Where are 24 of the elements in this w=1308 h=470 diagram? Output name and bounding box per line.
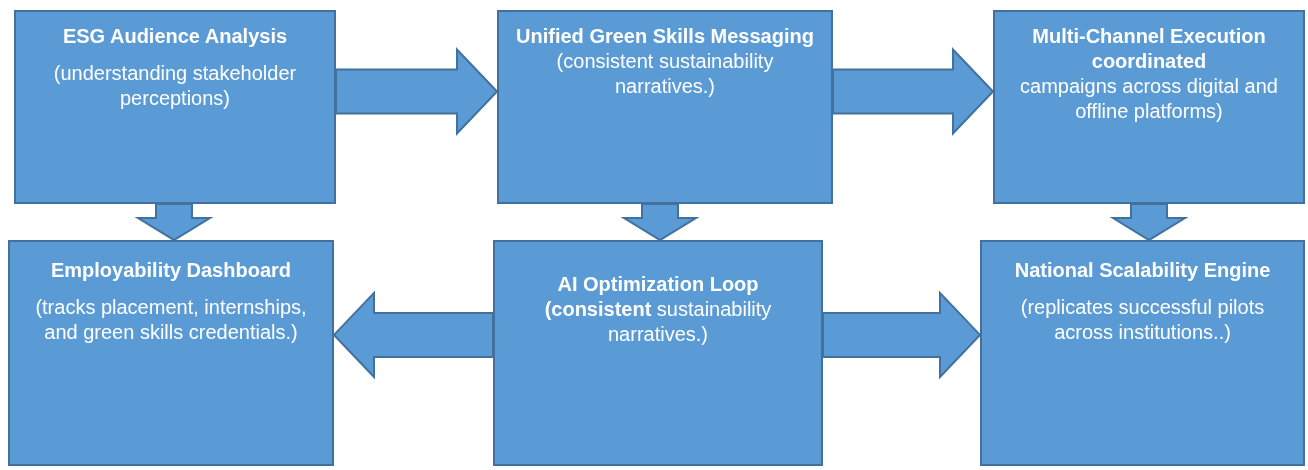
block-arrow	[1109, 203, 1189, 242]
box-heading: Unified Green Skills Messaging	[516, 24, 814, 49]
box-description: (consistent sustainability narratives.)	[543, 297, 773, 347]
box-heading: National Scalability Engine	[1014, 258, 1271, 283]
process-box	[8, 240, 334, 466]
block-arrow	[134, 203, 214, 242]
box-description: (replicates successful pilots across institutions..)	[1019, 295, 1266, 345]
box-description: (tracks placement, internships, and green skills credentials.)	[34, 295, 308, 345]
box-heading: Employability Dashboard	[50, 258, 292, 283]
box-description: (consistent sustainability narratives.)	[555, 49, 775, 99]
process-box	[497, 10, 833, 204]
box-description: (understanding stakeholder perceptions)	[52, 61, 298, 111]
process-box	[993, 10, 1305, 204]
block-arrow	[335, 47, 499, 136]
block-arrow	[332, 290, 494, 380]
box-heading: ESG Audience Analysis	[62, 24, 288, 49]
box-description: campaigns across digital and offline platforms)	[1019, 74, 1279, 124]
process-box	[980, 240, 1305, 466]
block-arrow	[620, 203, 700, 242]
block-arrow	[822, 290, 982, 380]
box-heading: AI Optimization Loop	[557, 272, 759, 297]
block-arrow	[832, 47, 995, 136]
process-box	[493, 240, 823, 466]
process-box	[14, 10, 336, 204]
